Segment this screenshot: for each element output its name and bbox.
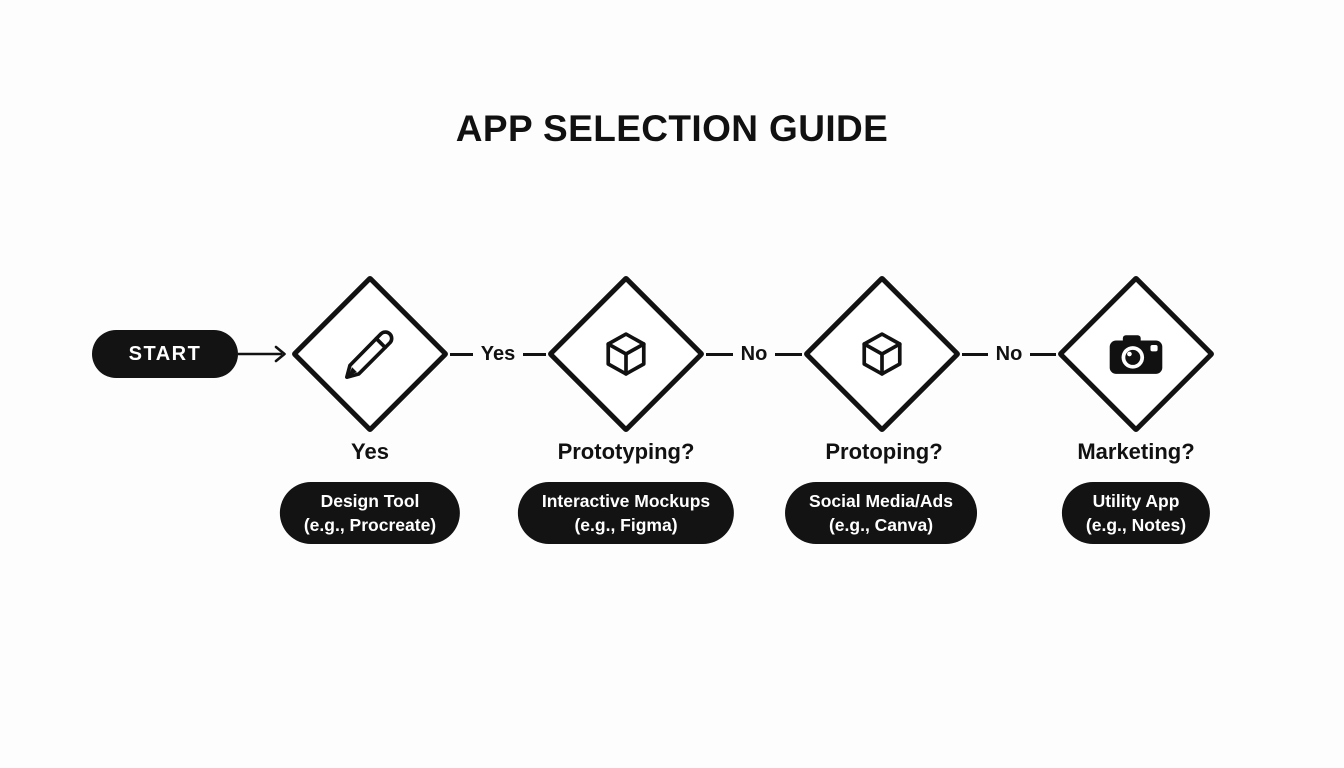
decision-node-prototyping bbox=[546, 274, 706, 434]
start-node: START bbox=[92, 330, 238, 378]
edge-yes: Yes bbox=[450, 340, 547, 368]
edge-line bbox=[706, 352, 733, 356]
edge-no-1: No bbox=[706, 340, 803, 368]
result-line2: (e.g., Notes) bbox=[1085, 515, 1187, 535]
result-line2: (e.g., Figma) bbox=[574, 515, 678, 535]
result-node-utility-app: Utility App (e.g., Notes) bbox=[1061, 482, 1211, 544]
result-line1: Interactive Mockups bbox=[541, 491, 711, 511]
cube-icon bbox=[856, 328, 908, 380]
result-line2: (e.g., Procreate) bbox=[303, 515, 437, 535]
edge-no-2: No bbox=[962, 340, 1057, 368]
pencil-icon bbox=[341, 325, 399, 383]
camera-icon bbox=[1105, 331, 1167, 377]
result-node-interactive-mockups: Interactive Mockups (e.g., Figma) bbox=[517, 482, 735, 544]
edge-line bbox=[775, 352, 803, 356]
result-node-social-media: Social Media/Ads (e.g., Canva) bbox=[785, 482, 977, 544]
decision-node-design bbox=[290, 274, 450, 434]
diamond-caption: Protoping? bbox=[825, 439, 943, 464]
edge-line bbox=[1030, 352, 1057, 356]
edge-line bbox=[962, 352, 988, 356]
diamond-caption: Yes bbox=[351, 439, 389, 464]
arrow-right-icon bbox=[238, 345, 286, 363]
cube-icon bbox=[600, 328, 652, 380]
diamond-caption: Prototyping? bbox=[557, 439, 695, 464]
diamond-caption: Marketing? bbox=[1077, 439, 1195, 464]
edge-line bbox=[523, 352, 547, 356]
edge-label-no-2: No bbox=[995, 342, 1023, 365]
result-line1: Social Media/Ads bbox=[809, 491, 953, 511]
decision-node-marketing bbox=[1056, 274, 1216, 434]
page-title: APP SELECTION GUIDE bbox=[455, 108, 889, 149]
result-node-design-tool: Design Tool (e.g., Procreate) bbox=[279, 482, 461, 544]
start-node-label: START bbox=[128, 342, 202, 365]
result-line2: (e.g., Canva) bbox=[828, 515, 934, 535]
edge-line bbox=[450, 352, 473, 356]
result-line1: Utility App bbox=[1092, 491, 1180, 511]
edge-label-no-1: No bbox=[740, 342, 768, 365]
edge-label-yes: Yes bbox=[480, 342, 516, 365]
decision-node-protoping bbox=[802, 274, 962, 434]
result-line1: Design Tool bbox=[320, 491, 420, 511]
